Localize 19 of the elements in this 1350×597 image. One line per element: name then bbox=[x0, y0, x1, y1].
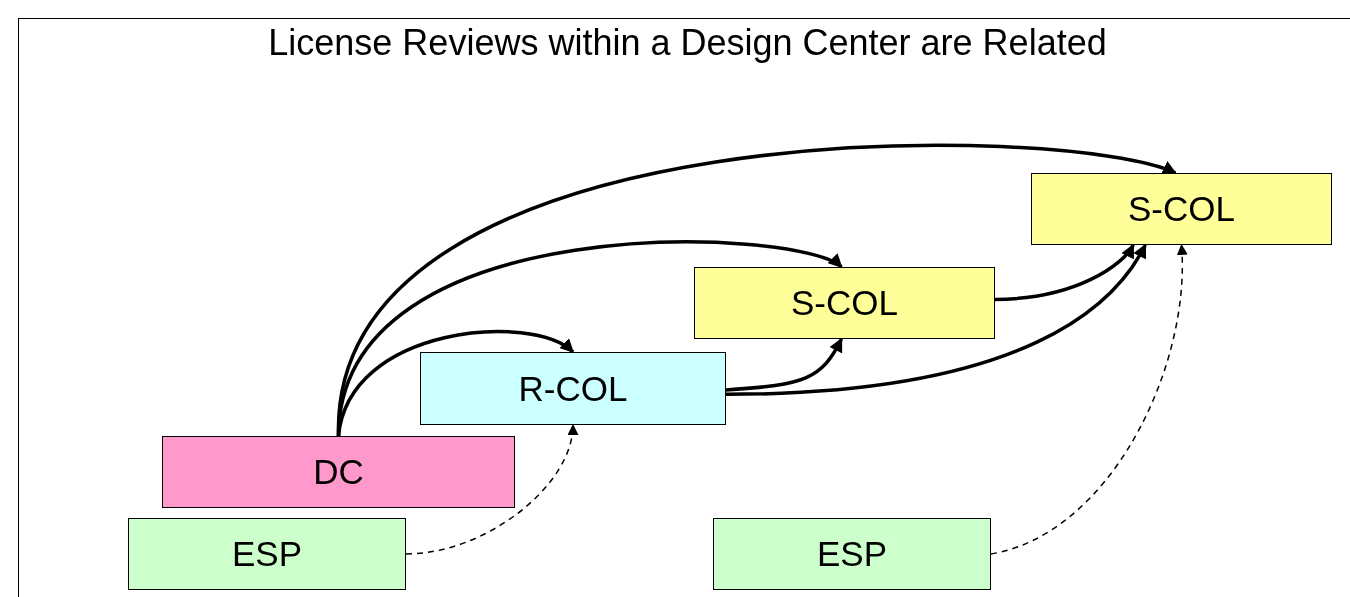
box-label: ESP bbox=[816, 534, 887, 574]
process-box bbox=[713, 518, 991, 590]
box-label: S-COL bbox=[791, 283, 898, 323]
process-box bbox=[420, 352, 726, 425]
title: License Reviews within a Design Center are Related bbox=[267, 22, 1108, 64]
box-label: ESP bbox=[231, 534, 302, 574]
arrow bbox=[725, 337, 844, 392]
box-label: R-COL bbox=[518, 368, 628, 409]
box-label: S-COL bbox=[1128, 189, 1235, 229]
process-box bbox=[162, 436, 515, 508]
arrow bbox=[336, 329, 575, 437]
process-box bbox=[128, 518, 406, 590]
arrow bbox=[725, 243, 1147, 397]
dashed-arrow bbox=[990, 243, 1188, 555]
process-box bbox=[1031, 173, 1332, 245]
process-box bbox=[694, 267, 995, 339]
arrow bbox=[994, 243, 1135, 302]
dashed-arrow bbox=[405, 423, 578, 555]
box-label: DC bbox=[313, 452, 364, 492]
